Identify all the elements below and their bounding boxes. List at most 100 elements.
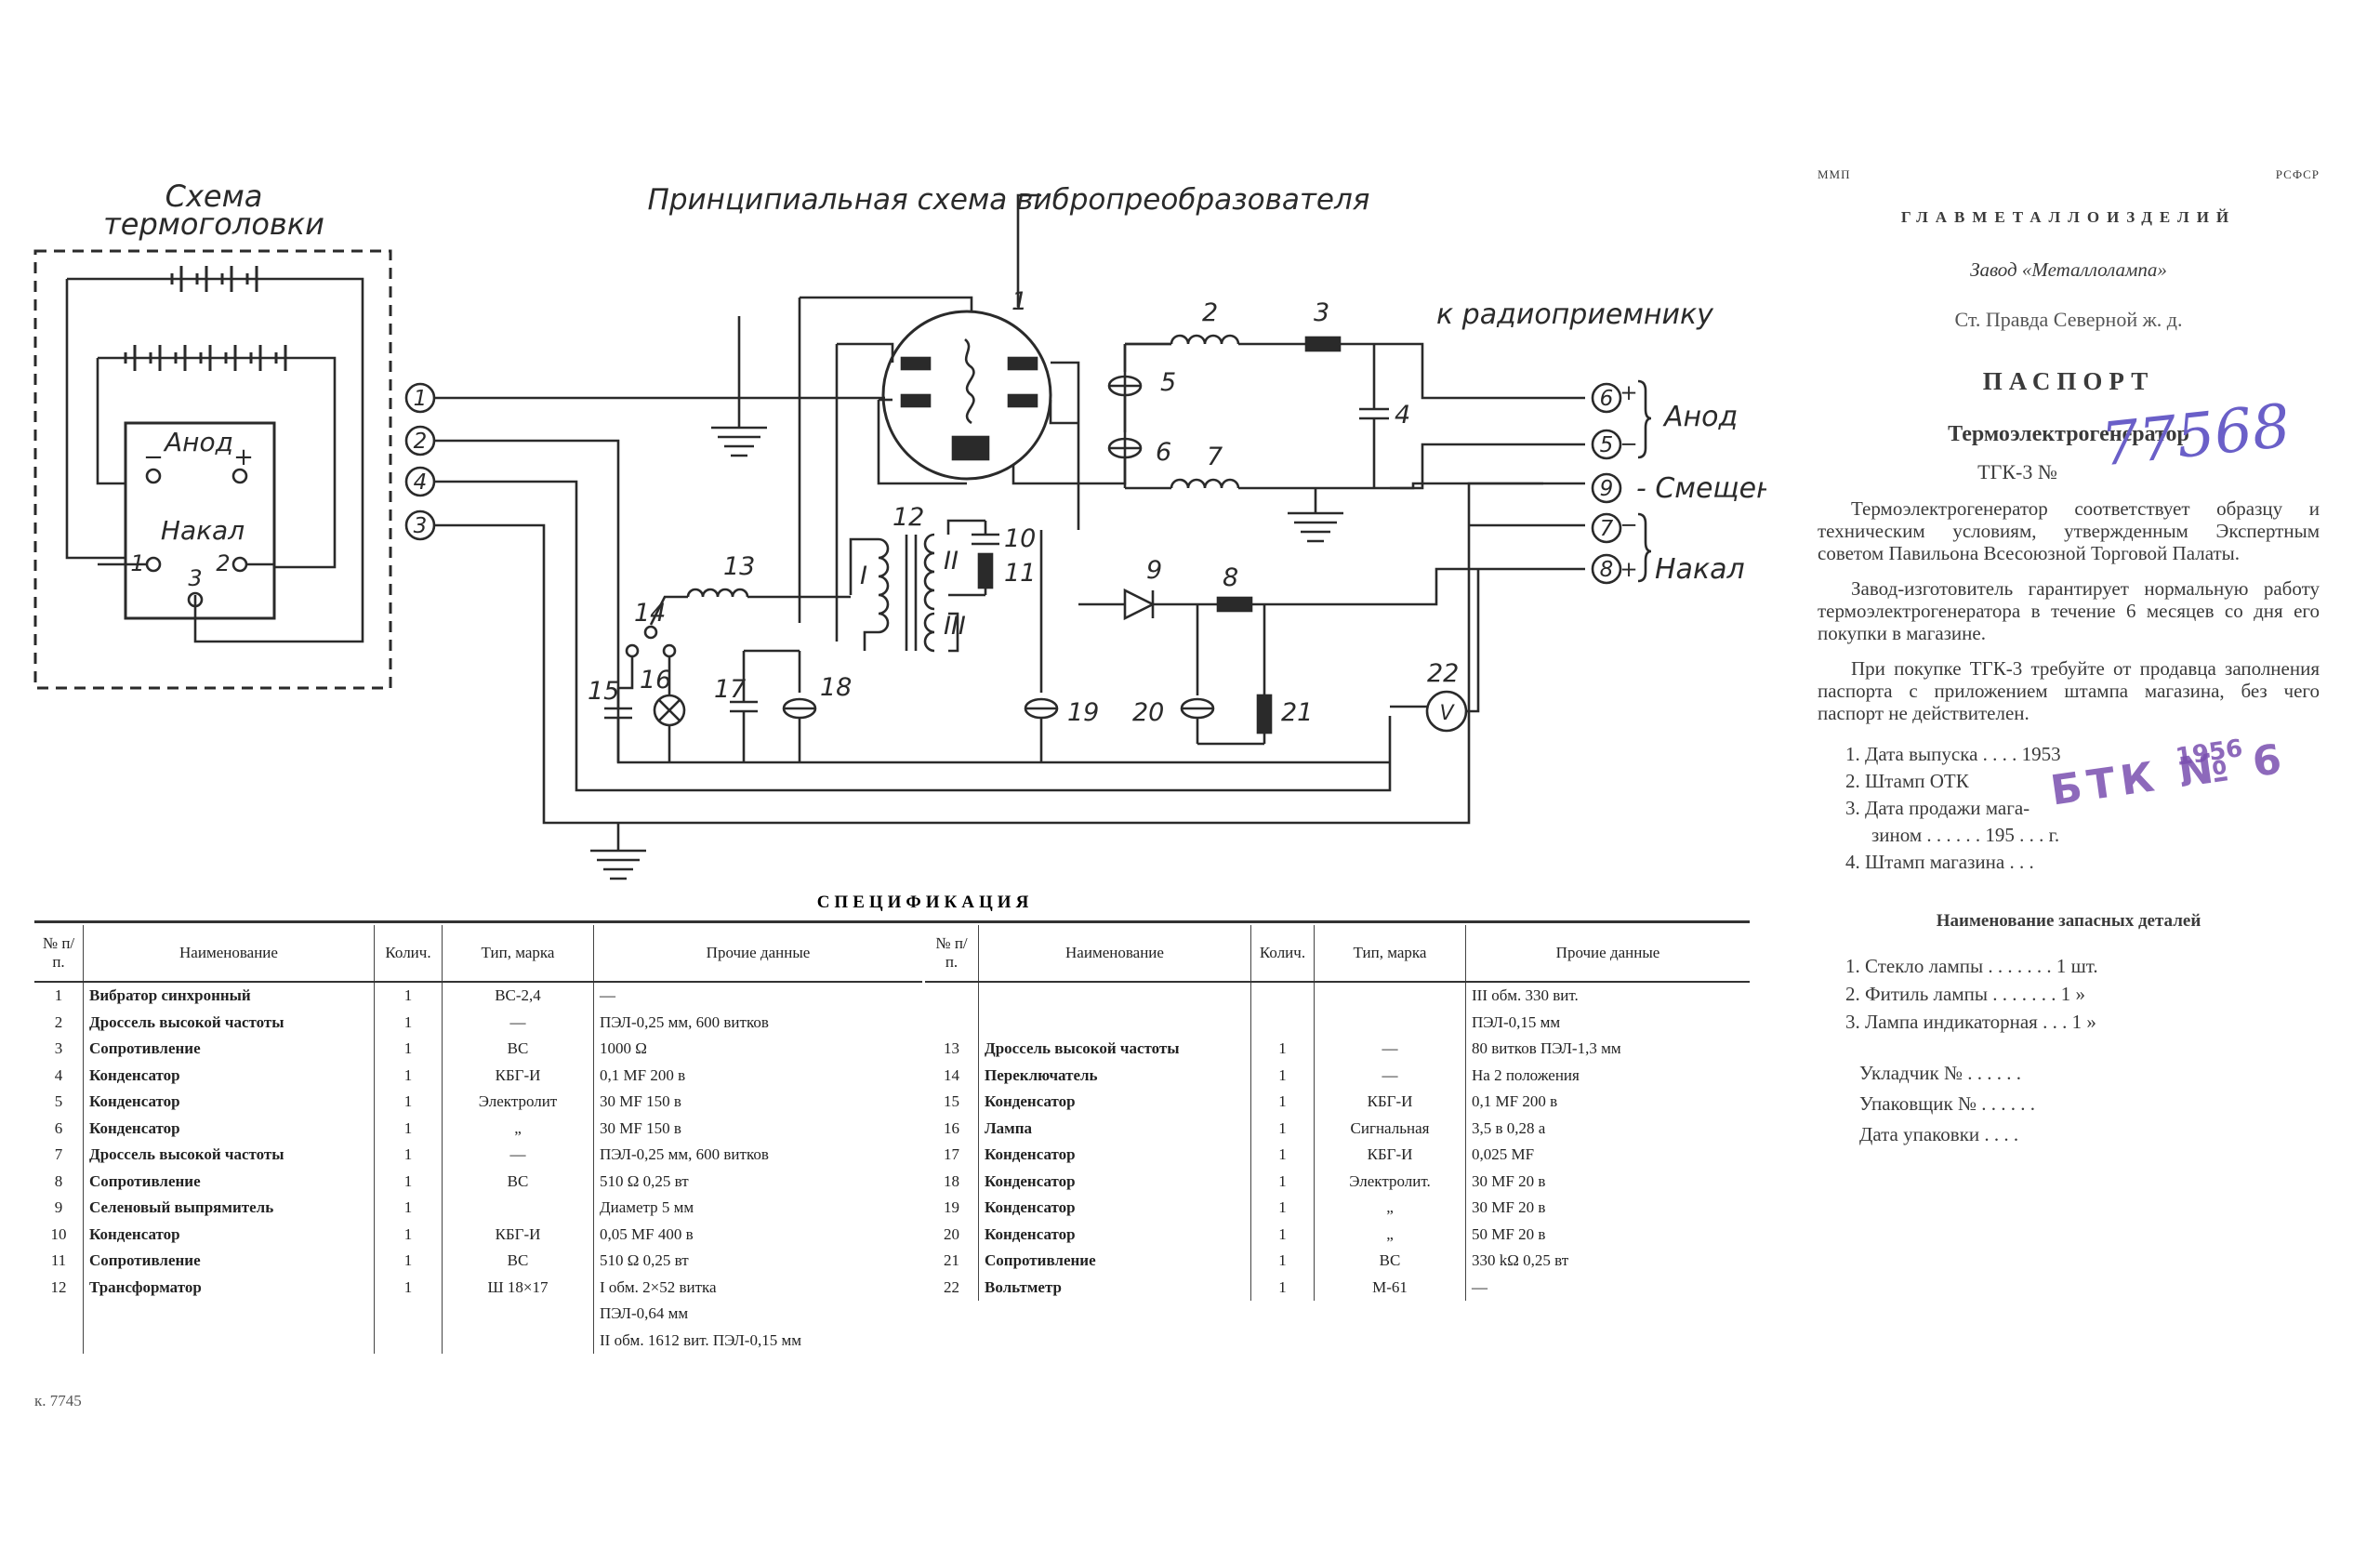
passport-top-row: ММП РСФСР [1818,167,2320,182]
coil-1-label: I [860,562,867,590]
row-name: Сопротивление [83,1036,375,1063]
spare-indicator-lamp: 3. Лампа индикаторная . . . 1 » [1845,1011,2096,1033]
ministry-label: ММП [1818,167,1851,181]
row-other: 30 MF 20 в [1472,1198,1546,1217]
row-number: 5 [34,1089,84,1116]
row-other: 510 Ω 0,25 вт [600,1251,689,1270]
wrapper-line: Упаковщик № . . . . . . [1859,1092,2036,1115]
row-qty: 1 [1250,1195,1315,1222]
table-row-continuation: ПЭЛ-0,64 мм [34,1301,922,1328]
component-8-label: 8 [1223,563,1238,592]
row-name: Дроссель высокой частоты [83,1142,375,1169]
row-name: Конденсатор [978,1221,1251,1248]
row-number: 22 [925,1274,979,1301]
row-other: 0,05 MF 400 в [600,1224,694,1243]
spec-title: СПЕЦИФИКАЦИЯ [817,893,1034,911]
thermohead-frame [33,249,392,690]
component-19-label: 19 [1067,698,1099,727]
row-other: 1000 Ω [600,1039,647,1058]
row-qty: 1 [1250,1248,1315,1275]
row-number: 13 [925,1036,979,1063]
row-type: „ [1314,1221,1466,1248]
paragraph-3: При покупке ТГК-3 требуйте от продавца з… [1818,657,2320,724]
component-17-label: 17 [714,675,746,704]
row-qty: 1 [1250,1168,1315,1195]
row-qty: 1 [374,1062,443,1089]
spares-list: 1. Стекло лампы . . . . . . . 1 шт. 2. Ф… [1818,954,2320,1034]
row-other: I обм. 2×52 витка [600,1277,717,1296]
factory-name: Завод «Металлолампа» [1970,258,2167,281]
row-name: Сопротивление [83,1248,375,1275]
pin-plus-label: + [233,443,254,471]
empty-cell [34,1327,84,1354]
row-type: — [1314,1062,1466,1089]
row-other: 0,1 MF 200 в [1472,1092,1558,1111]
table-row-continuation: III обм. 330 вит. [925,982,1750,1010]
component-22-label: 22 [1427,659,1459,688]
row-type: ВС-2,4 [442,982,594,1010]
component-18-label: 18 [820,673,852,702]
row-number: 1 [34,982,84,1010]
row-name: Конденсатор [978,1142,1251,1169]
row-number: 11 [34,1248,84,1275]
row-type: М-61 [1314,1274,1466,1301]
coil-2-label: II [944,547,959,576]
to-radio-label: к радиоприемнику [1436,298,1714,331]
component-9-label: 9 [1146,556,1162,585]
inner-anode-label: Анод [163,427,233,457]
paragraph-1: Термоэлектрогенератор соответствует обра… [1818,497,2320,564]
passport-panel: ММП РСФСР ГЛАВМЕТАЛЛОИЗДЕЛИЙ Завод «Мета… [1818,167,2320,1150]
org-name: ГЛАВМЕТАЛЛОИЗДЕЛИЙ [1900,208,2237,226]
spare-wick: 2. Фитиль лампы . . . . . . . 1 » [1845,983,2085,1005]
republic-label: РСФСР [2275,167,2320,181]
row-other: — [1472,1277,1488,1296]
row-qty: 1 [374,1142,443,1169]
row-type: Ш 18×17 [442,1274,594,1301]
terminal-4-label: 4 [414,470,428,495]
row-qty: 1 [1250,1089,1315,1116]
row-other: 80 витков ПЭЛ-1,3 мм [1472,1039,1621,1058]
row-qty: 1 [1250,1036,1315,1063]
row-qty: 1 [1250,1221,1315,1248]
row-type: „ [442,1115,594,1142]
row-name: Сопротивление [978,1248,1251,1275]
row-number: 16 [925,1115,979,1142]
terminal-7-sign: − [1620,513,1637,537]
row-qty: 1 [1250,1142,1315,1169]
empty-cell [34,1301,84,1328]
component-13-label: 13 [723,552,755,581]
component-11-label: 11 [1004,559,1036,588]
row-number: 19 [925,1195,979,1222]
row-qty: 1 [374,1248,443,1275]
terminal-6-label: 6 [1600,387,1614,411]
row-other: ПЭЛ-0,15 мм [1472,1012,1561,1031]
terminal-8-label: 8 [1600,558,1614,582]
packer-line: Укладчик № . . . . . . [1859,1062,2021,1084]
passport-title: ПАСПОРТ [1982,367,2155,395]
row-type: — [442,1009,594,1036]
schematic-title: Принципиальная схема вибропреобразовател… [648,183,1370,217]
component-1-label: 1 [1012,287,1027,316]
row-qty: 1 [374,1036,443,1063]
terminal-9-label: 9 [1600,477,1614,501]
empty-cell [442,1327,594,1354]
col-number-header: № п/п. [925,925,979,983]
station-name: Ст. Правда Северной ж. д. [1954,308,2183,331]
empty-cell [83,1301,375,1328]
row-type: — [1314,1036,1466,1063]
row-other: 0,025 MF [1472,1145,1535,1164]
row-other: 0,1 MF 200 в [600,1065,686,1084]
footer-code: к. 7745 [34,1392,82,1409]
col-name-header: Наименование [83,925,375,983]
row-number: 20 [925,1221,979,1248]
passport-items: 1. Дата выпуска . . . . 1953 2. Штамп ОТ… [1818,743,2320,874]
component-10-label: 10 [1004,524,1036,553]
